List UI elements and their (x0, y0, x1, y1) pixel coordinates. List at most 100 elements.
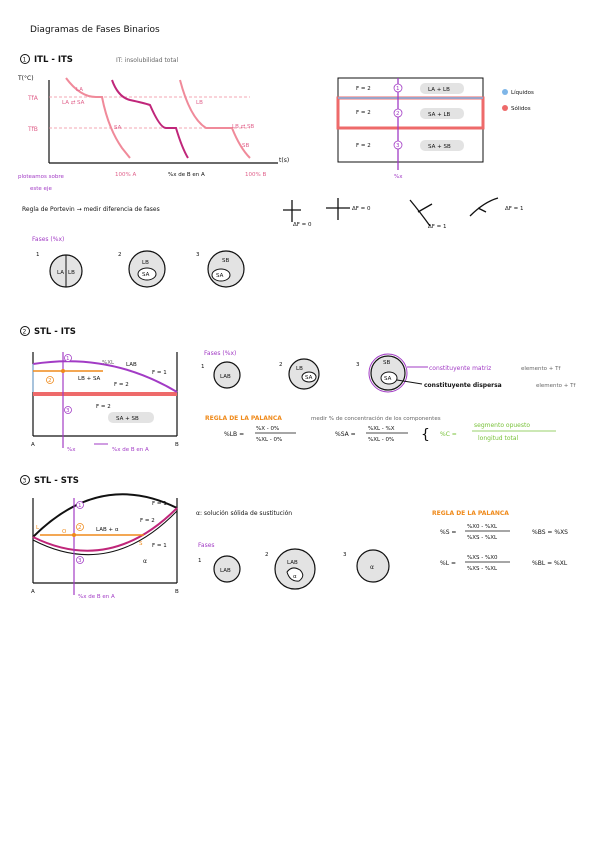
s3-axis-b: B (175, 589, 179, 595)
s3-xb: %x de B en A (78, 594, 115, 600)
s3-circle-num-1: 1 (198, 558, 202, 564)
phase-box-num-1: 1 (396, 86, 400, 92)
phase-1-label: LA + LB (428, 87, 450, 93)
s2-xb-label: %x de B en A (112, 447, 149, 453)
s2-circle-1 (213, 361, 241, 389)
section-1-title: ITL - ITS (34, 55, 73, 65)
s3-fases-title: Fases (198, 542, 215, 549)
s3-liquidus (32, 493, 178, 538)
f-sa-den: %XL - 0% (368, 437, 394, 443)
este-eje-text: este eje (30, 186, 52, 192)
s3-o: O (62, 529, 67, 535)
ploteamos-text: ploteamos sobre (18, 174, 64, 180)
label-xb-en-a: %x de B en A (168, 172, 205, 178)
s2-formulas: %LB = %X - 0% %XL - 0% %SA = %XL - %X %X… (224, 422, 556, 443)
s3-phase-circles: 1 LAB 2 LAB α 3 α (198, 548, 390, 590)
s3-alpha: α (143, 558, 147, 565)
label-sa: SA (114, 125, 122, 131)
f-bl: %BL = %XL (532, 560, 568, 567)
phase-box-f-top: F = 2 (356, 86, 371, 92)
s3-formulas: %S = %X0 - %XL %XS - %XL %BS = %XS %L = … (440, 524, 568, 572)
s1-circle-num-3: 3 (196, 252, 200, 258)
s3-f1a: F = 1 (152, 501, 167, 507)
stl-its-diagram: %XL LAB LB + SA F = 1 F = 2 F = 2 SA + S… (31, 352, 179, 453)
f-sa-lhs: %SA = (335, 431, 356, 438)
tfb-label: TfB (27, 126, 38, 133)
label-lb-sb: LB ⇄ SB (232, 124, 254, 130)
s2-xl-label: %XL (102, 360, 115, 366)
f-c-den: longitud total (478, 435, 519, 442)
s2-axis-a: A (31, 442, 35, 448)
label-100b: 100% B (245, 172, 266, 178)
s2-phase-circles: 1 LAB 2 LB SA 3 SB SA constituyente matr… (201, 353, 577, 393)
liquidus-curve (32, 360, 178, 393)
f-bs: %BS = %XS (532, 529, 568, 536)
page-title: Diagramas de Fases Binarios (30, 25, 160, 35)
phase-3-pill (420, 140, 464, 151)
s3-circle-2-inner: α (293, 574, 297, 580)
section-1: 1 ITL - ITS IT: insolubilidad total T(°C… (17, 54, 534, 288)
f-s-lhs: %S = (440, 529, 456, 536)
legend-solid-swatch (502, 105, 508, 111)
s3-l: L (36, 525, 40, 531)
s1-circle-3-inner: SA (216, 273, 224, 279)
section-1-number: 1 (23, 57, 27, 64)
section-2-number: 2 (23, 329, 27, 336)
s1-circle-num-1: 1 (36, 252, 40, 258)
s2-f1-label: F = 1 (152, 370, 167, 376)
s3-circle-1 (213, 555, 241, 583)
s1-fases-title: Fases (%x) (32, 236, 64, 243)
svg-text:{: { (421, 427, 430, 443)
s2-num-1: 1 (66, 356, 70, 362)
s2-f2a-label: F = 2 (114, 382, 129, 388)
f-lb-num: %X - 0% (256, 426, 279, 432)
f-lb-den: %XL - 0% (256, 437, 282, 443)
phase-box-num-2: 2 (396, 111, 400, 117)
f-c-lhs: %C = (440, 431, 457, 438)
label-lb: LB (196, 100, 203, 106)
s1-circle-3 (207, 250, 245, 288)
section-3: 3 STL - STS F = 1 F = 2 F = 1 LAB + α α … (20, 475, 568, 600)
f-s-den: %XS - %XL (467, 535, 498, 541)
s2-lb-sa-label: LB + SA (78, 376, 101, 382)
s3-palanca-title: REGLA DE LA PALANCA (432, 510, 509, 517)
f-l-num: %XS - %X0 (467, 555, 498, 561)
section-2-title: STL - ITS (34, 327, 76, 337)
cooling-curves-chart: T(°C) t(s) TfA TfB LA LA ⇄ SA SA LB LB ⇄… (17, 75, 289, 192)
phase-box: %x F = 2 F = 2 F = 2 1 2 3 LA + LB SA + … (336, 77, 534, 180)
section-3-title: STL - STS (34, 476, 79, 486)
df-label-1: ΔF = 0 (293, 222, 312, 228)
s2-circle-3-inner: SA (384, 376, 392, 382)
s3-axis-a: A (31, 589, 35, 595)
f-sa-num: %XL - %X (368, 426, 395, 432)
s2-circle-num-1: 1 (201, 364, 205, 370)
s3-circle-2-outer: LAB (287, 560, 298, 566)
s1-circle-2-inner: SA (142, 272, 150, 278)
f-c-num: segmento opuesto (474, 422, 530, 429)
label-la-sa: LA ⇄ SA (62, 100, 85, 106)
y-axis-label: T(°C) (17, 75, 34, 82)
section-1-subtitle: IT: insolubilidad total (116, 57, 179, 64)
f-l-den: %XS - %XL (467, 566, 498, 572)
matriz-label: constituyente matriz (429, 365, 491, 372)
s3-lab-alpha: LAB + α (96, 527, 119, 533)
s2-circle-2-outer: LB (296, 366, 303, 372)
section-2-number-circle (20, 326, 30, 336)
section-3-number-circle (20, 475, 30, 485)
s3-circle-3-label: α (370, 564, 374, 571)
s2-f2b-label: F = 2 (96, 404, 111, 410)
s1-circle-1-left: LA (57, 270, 64, 276)
curve-pure-a (65, 77, 131, 159)
s2-circle-2-inner: SA (305, 375, 313, 381)
dispersa-label: constituyente dispersa (424, 382, 502, 389)
s3-s: S (139, 541, 143, 547)
section-3-number: 3 (23, 478, 27, 485)
s1-circle-num-2: 2 (118, 252, 122, 258)
phase-1-pill (420, 83, 464, 94)
s2-num-2: 2 (48, 378, 52, 384)
label-100a: 100% A (115, 172, 136, 178)
phase-3-label: SA + SB (428, 144, 451, 150)
stl-sts-diagram: F = 1 F = 2 F = 1 LAB + α α 1 2 3 L O S … (31, 493, 179, 600)
